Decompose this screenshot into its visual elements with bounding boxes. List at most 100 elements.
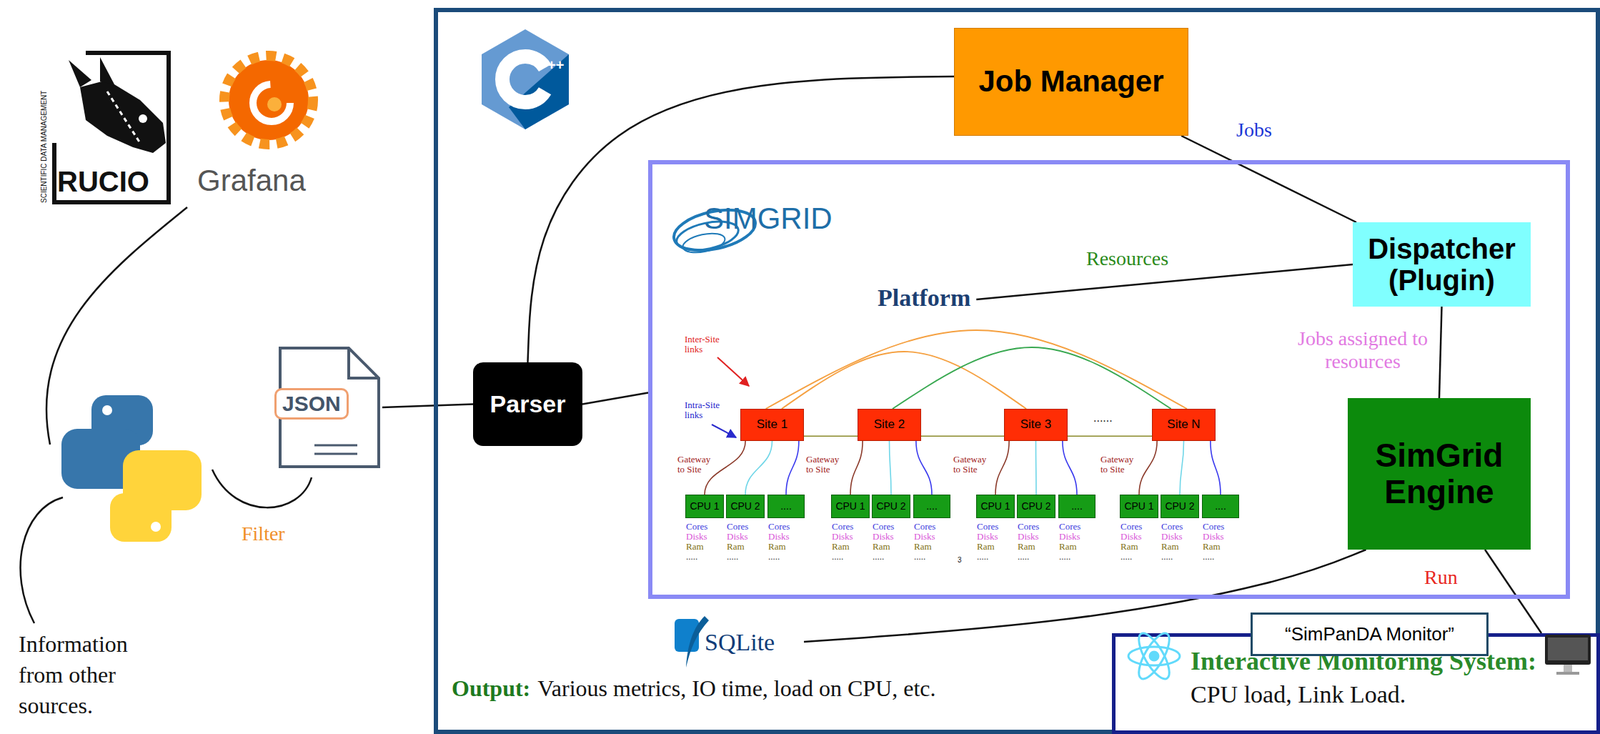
cpu-box: CPU 1CoresDisksRam..... <box>831 494 870 519</box>
cpu-spec: Ram <box>913 541 936 552</box>
cpu-specs: CoresDisksRam..... <box>1161 521 1183 562</box>
cpu-spec: Ram <box>976 541 999 552</box>
connector <box>976 264 1353 300</box>
cpu-spec: Disks <box>1017 531 1040 542</box>
parser-box: Parser <box>473 362 583 446</box>
leader-arrow <box>711 424 737 438</box>
dispatcher-box: Dispatcher (Plugin) <box>1352 222 1531 307</box>
cpu-box: ....CoresDisksRam..... <box>913 494 951 519</box>
cpu-spec: Ram <box>1017 541 1040 552</box>
cpu-spec: ..... <box>726 551 749 562</box>
box-label: Site 3 <box>1020 418 1052 432</box>
cpu-spec: ..... <box>1059 551 1081 562</box>
cpu-specs: CoresDisksRam..... <box>913 521 936 562</box>
cpu-spec: Cores <box>768 521 790 532</box>
cpu-box: CPU 1CoresDisksRam..... <box>1119 494 1159 519</box>
sqlite-label: SQLite <box>704 628 775 657</box>
connector <box>704 440 746 495</box>
gateway-label: Gateway to Site <box>677 454 715 476</box>
cpu-box: CPU 2CoresDisksRam..... <box>1016 494 1056 519</box>
box-label: .... <box>926 500 938 512</box>
engine-box: SimGrid Engine <box>1347 398 1531 550</box>
connector <box>1139 440 1157 495</box>
connector <box>892 347 1172 409</box>
cpu-specs: CoresDisksRam..... <box>768 521 790 562</box>
cpu-specs: CoresDisksRam..... <box>1202 521 1225 562</box>
cpu-spec: Disks <box>872 531 894 542</box>
grafana-logo <box>224 55 313 145</box>
react-logo <box>1128 628 1180 683</box>
gateway-label: Gateway to Site <box>953 454 991 476</box>
cpu-spec: Ram <box>768 541 790 552</box>
cpu-box: ....CoresDisksRam..... <box>1201 494 1240 519</box>
wire-label: Filter <box>241 523 286 546</box>
cpp-logo <box>481 29 569 130</box>
cpu-specs: CoresDisksRam..... <box>686 521 708 562</box>
logo-tagline: SCIENTIFIC DATA MANAGEMENT <box>40 90 48 203</box>
connector <box>766 330 1187 409</box>
cpu-spec: Cores <box>831 521 854 532</box>
connector <box>1484 549 1542 634</box>
connector <box>1179 440 1185 495</box>
cpu-spec: Ram <box>872 541 894 552</box>
connector <box>995 440 1010 495</box>
cpu-spec: Disks <box>1202 531 1225 542</box>
box-label: SimGrid Engine <box>1353 437 1525 510</box>
cpu-spec: Disks <box>686 531 708 542</box>
cpu-specs: CoresDisksRam..... <box>1017 521 1040 562</box>
wire <box>46 207 188 445</box>
cpu-specs: CoresDisksRam..... <box>726 521 749 562</box>
cpu-spec: Cores <box>913 521 936 532</box>
logo-wordmark: SIMGRID <box>703 202 833 236</box>
cpu-box: CPU 2CoresDisksRam..... <box>871 494 911 519</box>
box-label: .... <box>1214 500 1227 512</box>
platform-title: Platform <box>877 284 971 312</box>
cpu-spec: Ram <box>831 541 854 552</box>
cpu-spec: Ram <box>726 541 749 552</box>
logo-wordmark: RUCIO <box>57 165 150 198</box>
connector <box>1067 435 1152 437</box>
cpu-spec: Cores <box>726 521 749 532</box>
box-label: Site 2 <box>873 418 905 432</box>
cpu-spec: ..... <box>1120 551 1142 562</box>
monitor-icon <box>1544 634 1591 675</box>
output-note: Output:Various metrics, IO time, load on… <box>451 675 936 702</box>
gateway-label: Gateway to Site <box>1100 454 1138 476</box>
connector <box>1181 135 1357 223</box>
sqlite-store: SQLite <box>671 613 804 671</box>
cpu-spec: Disks <box>1059 531 1081 542</box>
cpu-spec: ..... <box>872 551 894 562</box>
cpu-spec: Cores <box>1059 521 1081 532</box>
box-label: CPU 1 <box>835 500 865 512</box>
box-label: Parser <box>490 390 566 418</box>
cpu-spec: Ram <box>686 541 708 552</box>
cpu-spec: Cores <box>1017 521 1040 532</box>
run-label: Run <box>1424 566 1458 589</box>
monitor-title: “SimPanDA Monitor” <box>1250 612 1489 657</box>
cpu-box: CPU 2CoresDisksRam..... <box>726 494 765 519</box>
monitor-body: CPU load, Link Load. <box>1190 681 1406 708</box>
ellipsis: ...... <box>1093 411 1113 425</box>
connector <box>1035 440 1037 495</box>
cpu-spec: ..... <box>768 551 790 562</box>
file-label: JSON <box>274 388 349 420</box>
cpu-box: ....CoresDisksRam..... <box>767 494 805 519</box>
cpu-spec: Disks <box>1161 531 1183 542</box>
box-label: .... <box>780 500 792 512</box>
connector <box>745 440 773 495</box>
connector <box>916 440 932 495</box>
box-label: CPU 1 <box>980 500 1010 512</box>
connector <box>1062 440 1077 495</box>
logo-wordmark: Grafana <box>197 164 306 198</box>
json-file: JSON <box>271 345 383 470</box>
cpu-specs: CoresDisksRam..... <box>1059 521 1081 562</box>
output-text: Various metrics, IO time, load on CPU, e… <box>537 675 936 702</box>
site-box: Site N <box>1151 408 1216 441</box>
site-box: Site 1 <box>740 408 804 441</box>
connector <box>803 435 858 437</box>
edge-label: Jobs assigned to resources <box>1294 327 1431 374</box>
cpu-spec: Cores <box>872 521 894 532</box>
cpu-specs: CoresDisksRam..... <box>1120 521 1142 562</box>
box-label: CPU 1 <box>1124 500 1154 512</box>
